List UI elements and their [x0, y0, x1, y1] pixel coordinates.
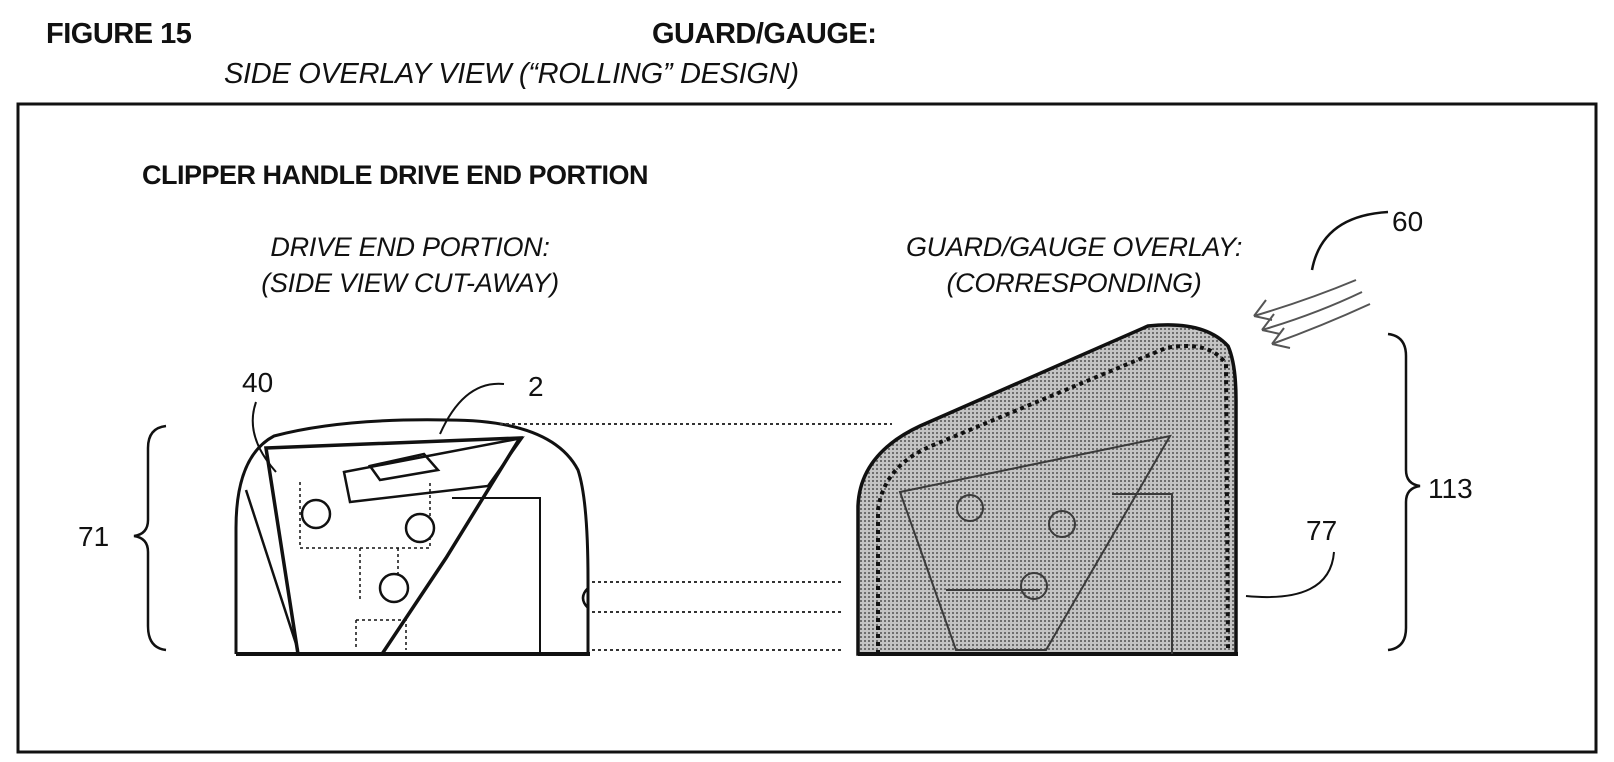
figure-subtitle: SIDE OVERLAY VIEW (“ROLLING” DESIGN) [224, 58, 799, 90]
guard-ghost-wheel-left [956, 494, 984, 522]
blade-body [342, 436, 525, 504]
guard-inner-outline [876, 344, 1230, 654]
arrow-60-stroke-2 [1261, 291, 1363, 331]
left-caption-line2: (SIDE VIEW CUT-AWAY) [261, 268, 559, 298]
figure-label: FIGURE 15 [46, 18, 192, 50]
drive-wheel-lower [378, 572, 410, 604]
bracket-71 [133, 424, 167, 652]
blade-slot [367, 452, 441, 482]
drive-wheel-upper-left [300, 498, 332, 530]
drive-end-oblique [244, 489, 300, 651]
ref-60: 60 [1392, 206, 1423, 237]
drive-wheel-upper-right [404, 512, 436, 544]
guard-ghost-wheel-right [1048, 510, 1076, 538]
arrow-60 [1253, 210, 1389, 349]
ref-77: 77 [1306, 515, 1337, 546]
arrow-60-head-1 [1253, 299, 1273, 321]
drive-end-notch [581, 587, 589, 609]
bracket-113 [1387, 332, 1421, 652]
drive-end-inner-frame [263, 436, 524, 656]
ref-40: 40 [242, 367, 273, 398]
guard-gauge-overlay [856, 323, 1238, 656]
right-caption-line1: GUARD/GAUGE OVERLAY: [906, 232, 1242, 262]
guard-ghost-rect [946, 493, 1173, 654]
left-caption-line1: DRIVE END PORTION: [270, 232, 549, 262]
panel-frame [16, 102, 1598, 754]
leader-77 [1245, 551, 1335, 598]
panel-heading: CLIPPER HANDLE DRIVE END PORTION [142, 160, 648, 190]
arrow-60-head-3 [1271, 327, 1291, 349]
arrow-60-stroke-3 [1271, 303, 1371, 345]
right-caption-line2: (CORRESPONDING) [946, 268, 1201, 298]
ref-71: 71 [78, 521, 109, 552]
guard-body [856, 323, 1238, 656]
drive-end-inner-rect [452, 497, 541, 654]
drive-end-portion [133, 418, 590, 656]
leader-2 [439, 382, 505, 435]
leader-40 [251, 401, 277, 473]
arrow-60-stroke-1 [1253, 279, 1357, 317]
guard-ghost-frame [898, 434, 1172, 651]
figure-title: GUARD/GAUGE: [652, 18, 877, 50]
guard-ghost-wheel-lower [1020, 572, 1048, 600]
arrow-60-leader [1310, 210, 1389, 271]
arrow-60-head-2 [1261, 313, 1281, 335]
ref-113: 113 [1428, 473, 1473, 504]
alignment-lines [500, 423, 892, 651]
ref-2: 2 [528, 371, 544, 402]
